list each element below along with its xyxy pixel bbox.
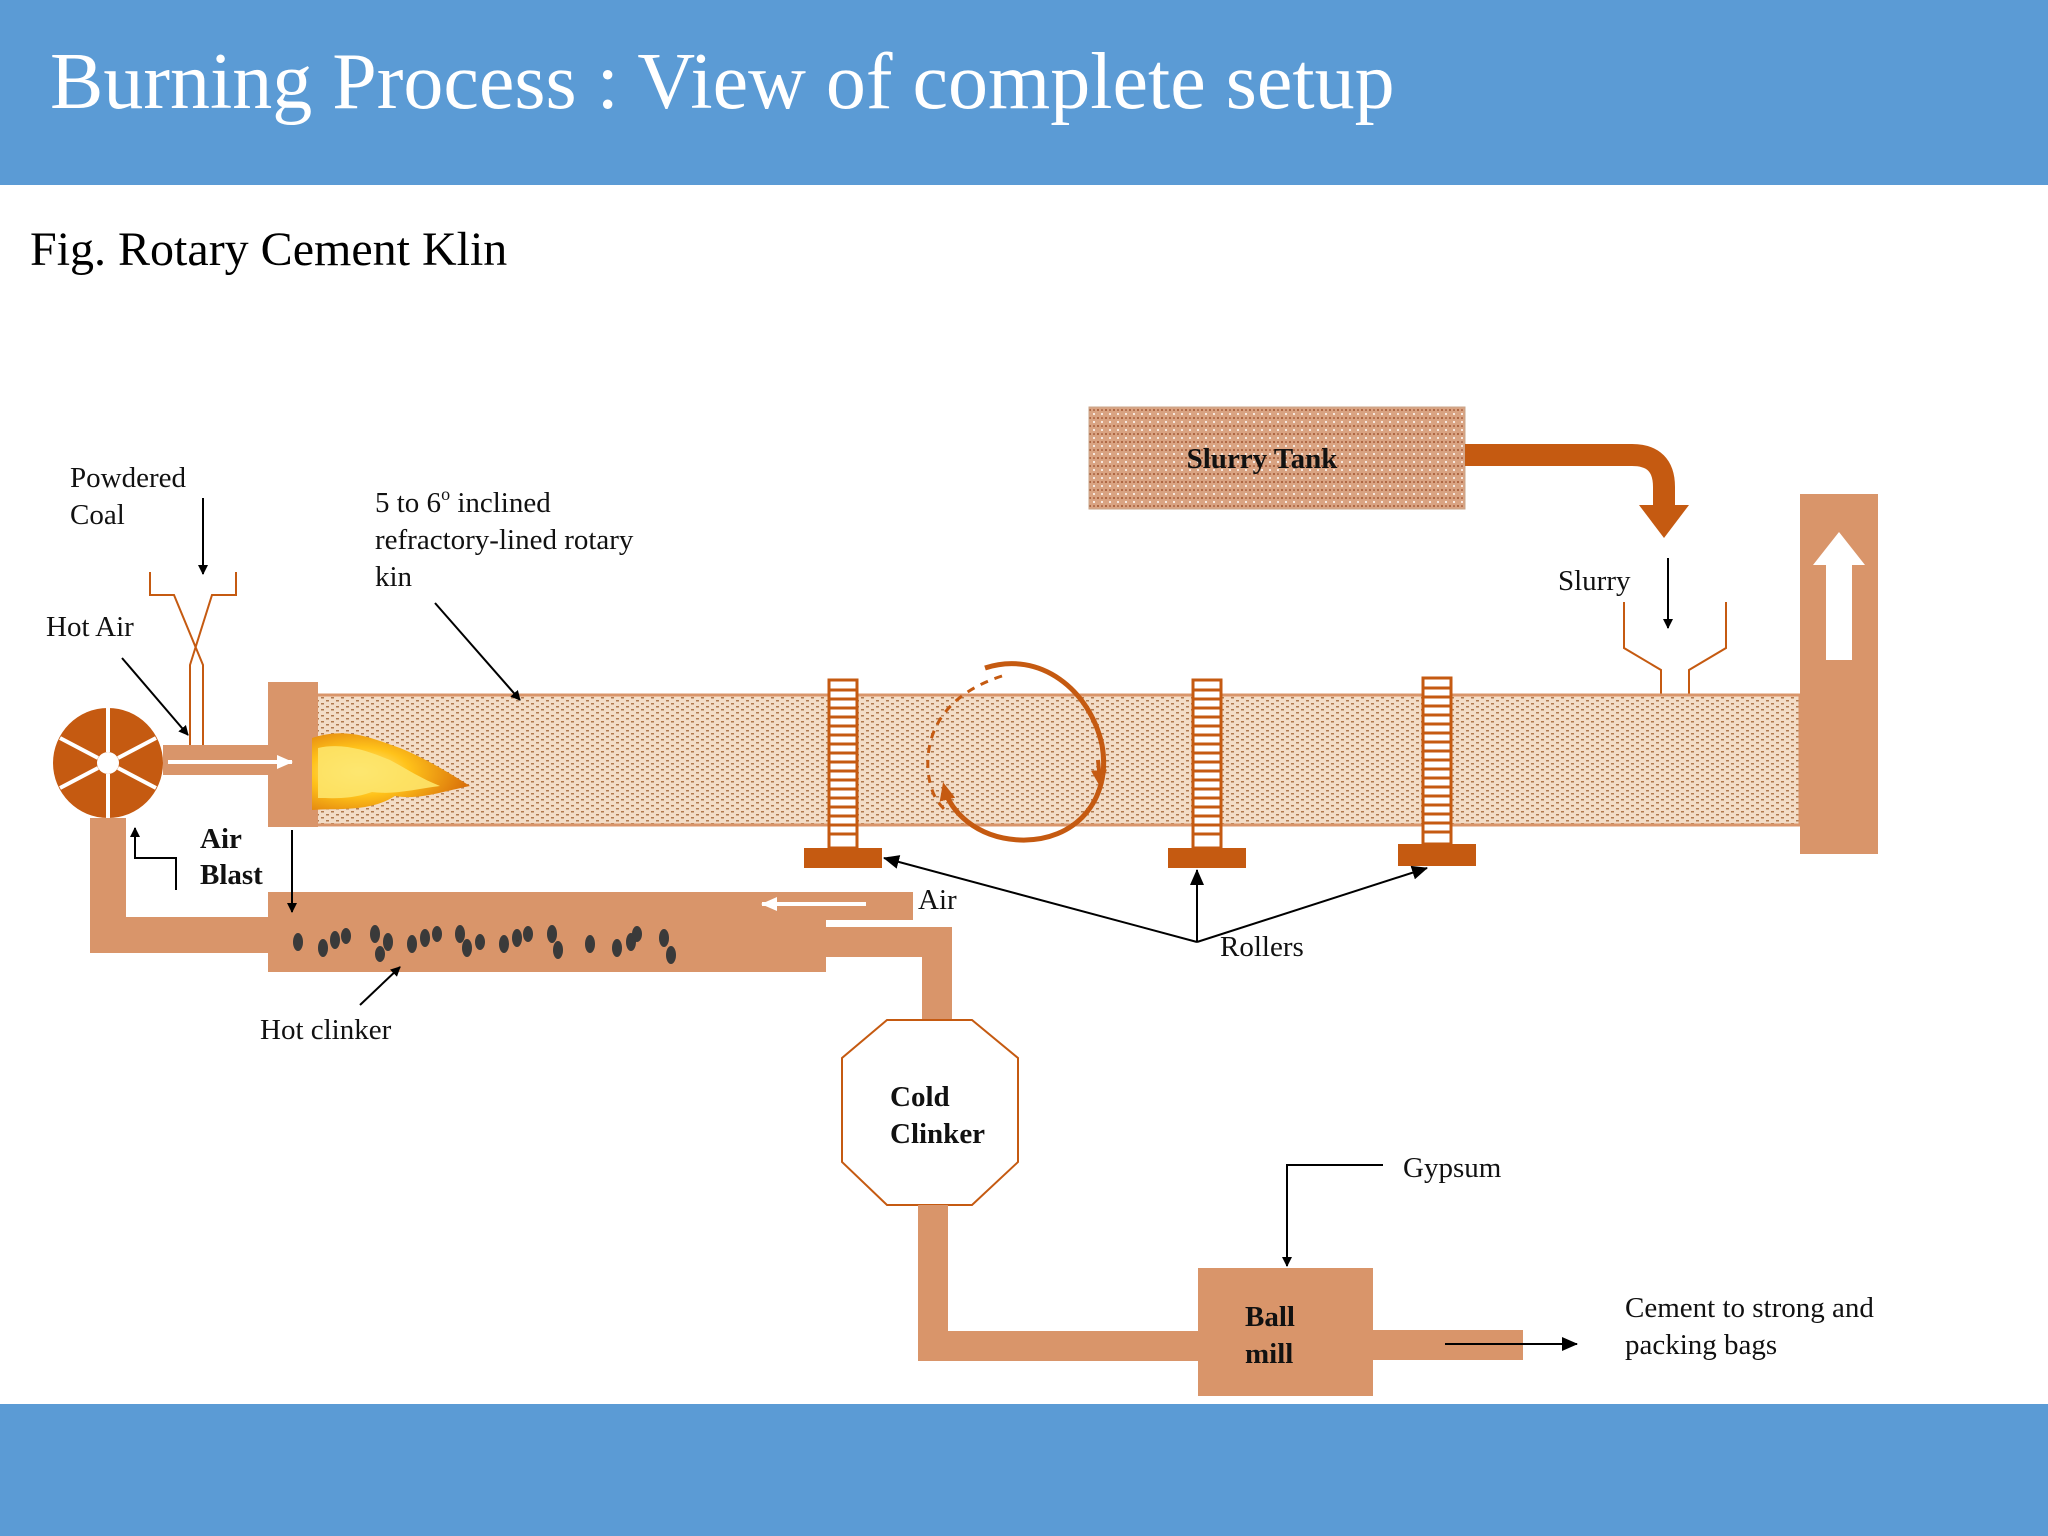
hot-air-label: Hot Air bbox=[46, 611, 134, 643]
figure-caption: Fig. Rotary Cement Klin bbox=[30, 223, 508, 276]
slurry-feed-pipe bbox=[1465, 444, 1675, 510]
ball-mill-label: Ball bbox=[1245, 1301, 1295, 1333]
rotary-kiln bbox=[313, 693, 1802, 827]
rollers-pointer-1 bbox=[883, 855, 1198, 943]
slide-title: Burning Process : View of complete setup bbox=[50, 38, 1395, 126]
air-blast-fan-icon bbox=[53, 708, 163, 818]
slurry-label: Slurry bbox=[1558, 565, 1631, 597]
gypsum-arrow bbox=[1282, 1164, 1383, 1267]
cold-clinker-label: Cold bbox=[890, 1081, 950, 1113]
slurry-tank-label: Slurry Tank bbox=[1187, 443, 1339, 475]
flame-icon bbox=[312, 733, 470, 810]
footer-band bbox=[0, 1404, 2048, 1536]
firing-hood bbox=[268, 682, 318, 827]
cold-clinker-pipe bbox=[826, 927, 952, 1020]
rollers-pointer-3 bbox=[1196, 865, 1428, 943]
ball-mill bbox=[1198, 1268, 1373, 1396]
gypsum-label: Gypsum bbox=[1403, 1152, 1502, 1184]
title-band bbox=[0, 0, 2048, 185]
cement-output-label-line2: packing bags bbox=[1625, 1329, 1777, 1361]
powdered-coal-label-line2: Coal bbox=[70, 499, 125, 531]
slurry-funnel bbox=[1623, 602, 1727, 697]
rotation-arrow-icon bbox=[926, 661, 1107, 843]
ball-mill-label-line2: mill bbox=[1245, 1338, 1293, 1370]
to-ball-mill-pipe bbox=[918, 1205, 1200, 1361]
clinker-cooler bbox=[268, 892, 826, 972]
inclined-kiln-label-line2: refractory-lined rotary bbox=[375, 524, 634, 556]
air-return-pipe bbox=[90, 818, 270, 953]
roller-3 bbox=[1398, 676, 1476, 866]
air-blast-label-line2: Blast bbox=[200, 859, 263, 891]
air-blast-pointer bbox=[130, 827, 177, 890]
exhaust-up-arrow-icon bbox=[1813, 532, 1865, 660]
inclined-kiln-pointer bbox=[434, 602, 521, 701]
coal-hopper bbox=[149, 572, 237, 745]
hot-clinker-label: Hot clinker bbox=[260, 1014, 392, 1046]
cold-clinker-label-line2: Clinker bbox=[890, 1118, 985, 1150]
inclined-kiln-label: 5 to 6o inclined bbox=[375, 484, 551, 519]
powdered-coal-label: Powdered bbox=[70, 462, 186, 494]
cement-output-label: Cement to strong and bbox=[1625, 1292, 1874, 1324]
hot-clinker-pointer bbox=[359, 966, 401, 1006]
slurry-feed-arrowhead bbox=[1639, 505, 1689, 538]
roller-2 bbox=[1168, 678, 1246, 868]
hot-air-pointer bbox=[121, 657, 189, 736]
inclined-kiln-label-line3: kin bbox=[375, 561, 413, 593]
air-blast-label: Air bbox=[200, 823, 242, 855]
cold-clinker-hopper bbox=[841, 1019, 1019, 1206]
roller-1 bbox=[804, 678, 882, 868]
hot-clinker-particles bbox=[293, 925, 676, 964]
rollers-label: Rollers bbox=[1220, 931, 1304, 963]
air-label: Air bbox=[918, 884, 957, 916]
